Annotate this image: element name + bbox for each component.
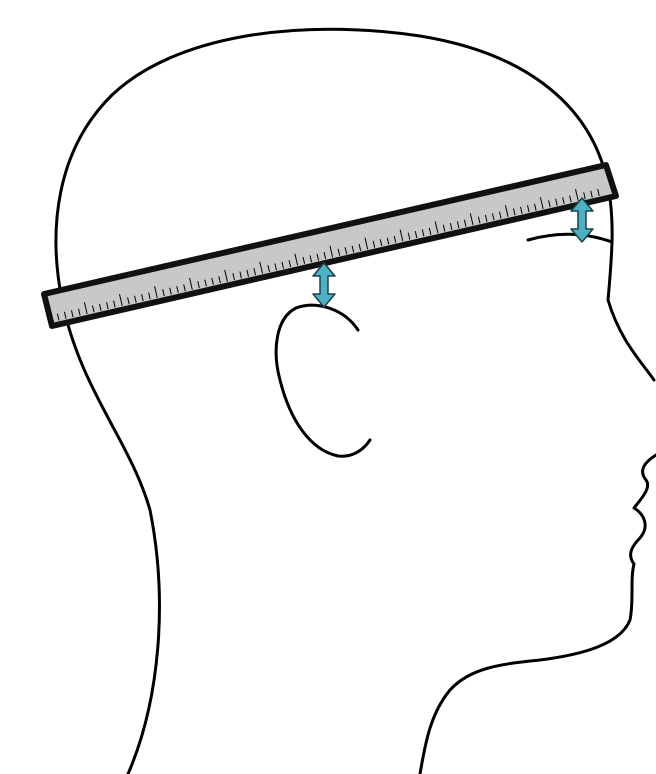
head-measurement-diagram [0, 0, 656, 774]
